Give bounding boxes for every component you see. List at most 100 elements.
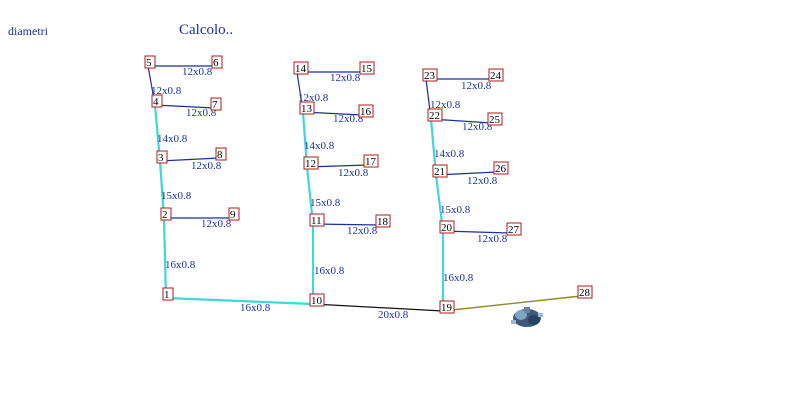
node-22: 22 <box>427 108 443 122</box>
node-box-24 <box>488 68 504 82</box>
node-2: 2 <box>160 207 172 221</box>
node-21: 21 <box>432 164 448 178</box>
pipe-label-21-26: 12x0.8 <box>467 175 498 187</box>
node-box-22 <box>427 108 443 122</box>
pipe-label-23-24: 12x0.8 <box>461 80 492 92</box>
node-12: 12 <box>303 156 319 170</box>
node-box-1 <box>162 287 174 301</box>
page-title: Calcolo.. <box>179 22 234 38</box>
node-label-19: 19 <box>441 302 453 314</box>
node-23: 23 <box>422 68 438 82</box>
pipe-label-4-7: 12x0.8 <box>186 107 217 119</box>
pipe-label-12-17: 12x0.8 <box>338 167 369 179</box>
node-label-18: 18 <box>377 216 389 228</box>
node-label-15: 15 <box>361 63 373 75</box>
node-box-14 <box>293 61 309 75</box>
node-17: 17 <box>363 154 379 168</box>
node-label-13: 13 <box>301 103 313 115</box>
node-box-25 <box>487 112 503 126</box>
node-label-22: 22 <box>429 110 440 122</box>
node-box-12 <box>303 156 319 170</box>
node-box-23 <box>422 68 438 82</box>
pipe-label-11-12: 15x0.8 <box>310 197 341 209</box>
pipe-label-19-20: 16x0.8 <box>443 272 474 284</box>
node-25: 25 <box>487 112 503 126</box>
node-box-9 <box>228 207 240 221</box>
node-box-21 <box>432 164 448 178</box>
node-label-12: 12 <box>305 158 316 170</box>
node-box-26 <box>493 161 509 175</box>
pipe-label-12-13: 14x0.8 <box>304 140 335 152</box>
node-15: 15 <box>359 61 375 75</box>
pipe-label-4-5: 12x0.8 <box>151 85 182 97</box>
pipe-label-3-4: 14x0.8 <box>157 133 188 145</box>
node-box-6 <box>211 55 223 69</box>
pipe-label-11-18: 12x0.8 <box>347 225 378 237</box>
node-label-25: 25 <box>489 114 501 126</box>
node-box-7 <box>210 97 222 111</box>
node-label-16: 16 <box>360 106 372 118</box>
node-box-10 <box>309 293 325 307</box>
node-6: 6 <box>211 55 223 69</box>
node-10: 10 <box>309 293 325 307</box>
node-label-23: 23 <box>424 70 436 82</box>
node-13: 13 <box>299 101 315 115</box>
pipe-label-2-9: 12x0.8 <box>201 218 232 230</box>
node-14: 14 <box>293 61 309 75</box>
node-box-19 <box>439 300 455 314</box>
pipe-label-20-21: 15x0.8 <box>440 204 471 216</box>
node-5: 5 <box>144 55 156 69</box>
node-label-7: 7 <box>212 99 218 111</box>
node-box-28 <box>577 285 593 299</box>
node-label-26: 26 <box>495 163 507 175</box>
pipe-edge-1-10 <box>165 296 314 306</box>
node-box-13 <box>299 101 315 115</box>
node-3: 3 <box>156 150 168 164</box>
manifold-icon <box>511 307 543 327</box>
node-20: 20 <box>439 220 455 234</box>
node-label-21: 21 <box>434 166 445 178</box>
node-box-17 <box>363 154 379 168</box>
node-27: 27 <box>506 222 522 236</box>
node-label-11: 11 <box>311 215 322 227</box>
pipe-label-13-14: 12x0.8 <box>298 92 329 104</box>
node-8: 8 <box>215 147 227 161</box>
node-label-28: 28 <box>579 287 591 299</box>
pipe-label-13-16: 12x0.8 <box>333 113 364 125</box>
node-box-20 <box>439 220 455 234</box>
node-11: 11 <box>309 213 325 227</box>
node-box-5 <box>144 55 156 69</box>
node-label-20: 20 <box>441 222 453 234</box>
node-box-4 <box>151 94 163 108</box>
node-4: 4 <box>151 94 163 108</box>
pipe-label-1-2: 16x0.8 <box>165 259 196 271</box>
pipe-edge-10-19 <box>312 303 444 312</box>
pipe-edge-3-8 <box>159 157 220 162</box>
pipe-label-3-8: 12x0.8 <box>191 160 222 172</box>
node-28: 28 <box>577 285 593 299</box>
pipe-label-20-27: 12x0.8 <box>477 233 508 245</box>
node-label-2: 2 <box>162 209 168 221</box>
node-label-24: 24 <box>490 70 502 82</box>
node-label-17: 17 <box>365 156 377 168</box>
node-label-14: 14 <box>295 63 307 75</box>
node-box-18 <box>375 214 391 228</box>
node-box-11 <box>309 213 325 227</box>
pipe-label-10-19: 20x0.8 <box>378 309 409 321</box>
node-label-9: 9 <box>230 209 236 221</box>
pipe-label-2-3: 15x0.8 <box>161 190 192 202</box>
node-label-5: 5 <box>146 57 152 69</box>
node-label-6: 6 <box>213 57 219 69</box>
node-box-27 <box>506 222 522 236</box>
diametri-label: diametri <box>8 24 48 38</box>
node-label-3: 3 <box>158 152 164 164</box>
node-24: 24 <box>488 68 504 82</box>
pipe-label-14-15: 12x0.8 <box>330 72 361 84</box>
pipe-label-10-11: 16x0.8 <box>314 265 345 277</box>
node-box-3 <box>156 150 168 164</box>
pipe-edge-1-2 <box>162 217 168 299</box>
node-label-8: 8 <box>217 149 223 161</box>
node-7: 7 <box>210 97 222 111</box>
pipe-label-22-23: 12x0.8 <box>430 99 461 111</box>
